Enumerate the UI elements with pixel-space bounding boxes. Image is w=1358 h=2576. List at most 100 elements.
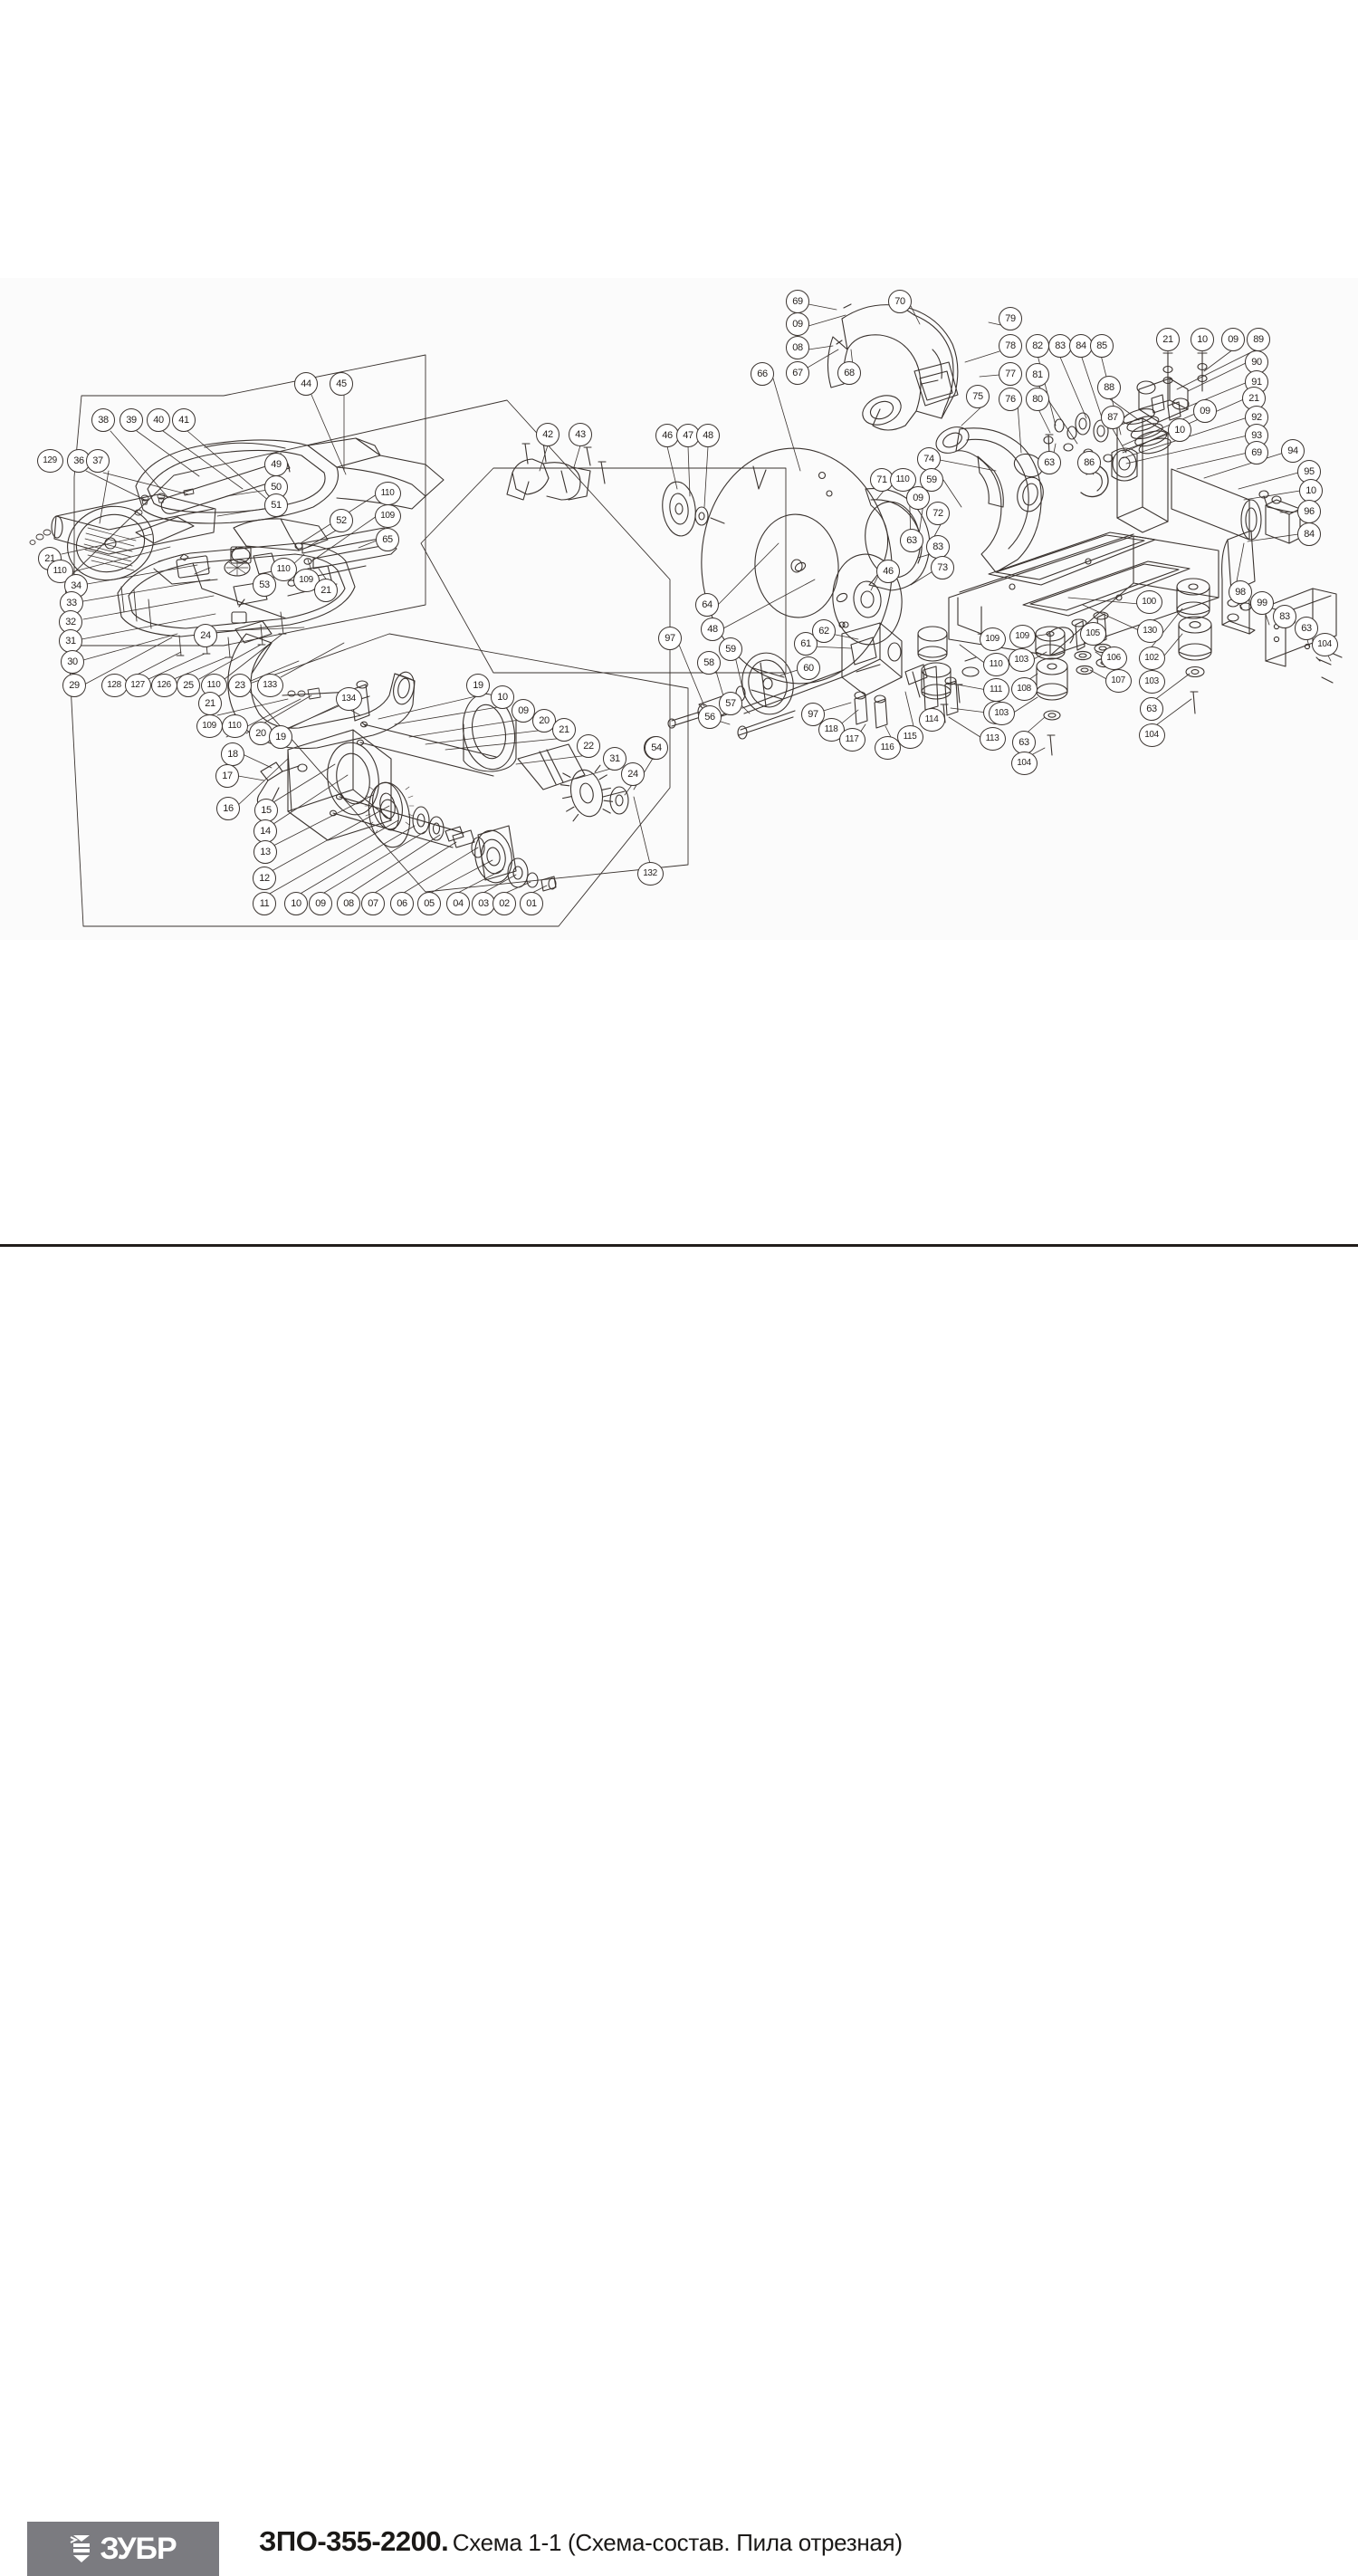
callout-53: 53 xyxy=(253,573,276,597)
callout-16: 16 xyxy=(216,797,240,820)
callout-81: 81 xyxy=(1026,363,1049,387)
callout-66: 66 xyxy=(751,362,774,386)
group-frame-motor xyxy=(244,633,689,893)
callout-36: 36 xyxy=(67,449,91,473)
callout-08: 08 xyxy=(786,336,809,359)
callout-64: 64 xyxy=(695,593,719,617)
callout-103: 103 xyxy=(1138,670,1165,694)
base-table xyxy=(948,531,1219,656)
group-frame-upper-left xyxy=(73,354,426,646)
callout-40: 40 xyxy=(147,408,170,432)
callout-49: 49 xyxy=(264,453,288,476)
callout-21: 21 xyxy=(198,692,222,715)
callout-48: 48 xyxy=(701,618,724,641)
callout-87: 87 xyxy=(1101,406,1124,429)
callout-106: 106 xyxy=(1100,646,1127,670)
callout-07: 07 xyxy=(361,892,385,915)
callout-110: 110 xyxy=(374,482,401,505)
callout-04: 04 xyxy=(446,892,470,915)
callout-103: 103 xyxy=(988,702,1015,725)
callout-10: 10 xyxy=(1168,418,1191,442)
callout-08: 08 xyxy=(337,892,360,915)
callout-17: 17 xyxy=(215,764,239,788)
callout-19: 19 xyxy=(466,674,490,697)
callout-19: 19 xyxy=(269,725,292,749)
callout-63: 63 xyxy=(1140,697,1163,721)
callout-37: 37 xyxy=(86,449,110,473)
callout-72: 72 xyxy=(926,502,950,525)
callout-104: 104 xyxy=(1311,633,1338,656)
callout-54: 54 xyxy=(645,736,668,760)
footer-divider xyxy=(0,1244,1358,1247)
leader-lines-motor xyxy=(216,694,655,895)
saw-blade xyxy=(701,447,893,685)
callout-22: 22 xyxy=(577,734,600,758)
brand-badge: ЗУБР xyxy=(27,2522,219,2576)
callout-74: 74 xyxy=(917,447,941,471)
footer-caption: ЗПО-355-2200. Схема 1-1 (Схема-состав. П… xyxy=(259,2525,1300,2558)
callout-45: 45 xyxy=(330,372,353,396)
callout-39: 39 xyxy=(120,408,143,432)
callout-25: 25 xyxy=(177,674,200,697)
callout-83: 83 xyxy=(1048,334,1072,358)
callout-100: 100 xyxy=(1135,590,1162,614)
callout-10: 10 xyxy=(491,685,514,709)
callout-127: 127 xyxy=(124,674,151,697)
callout-109: 109 xyxy=(196,714,223,738)
callout-128: 128 xyxy=(100,674,128,697)
callout-21: 21 xyxy=(552,718,576,742)
callout-115: 115 xyxy=(896,725,923,749)
callout-10: 10 xyxy=(1299,479,1323,503)
callout-133: 133 xyxy=(256,674,283,697)
callout-09: 09 xyxy=(512,699,535,723)
pivot-bracket xyxy=(841,622,928,696)
callout-84: 84 xyxy=(1297,522,1321,546)
callout-109: 109 xyxy=(1009,625,1036,648)
callout-03: 03 xyxy=(472,892,495,915)
callout-62: 62 xyxy=(812,619,836,643)
callout-68: 68 xyxy=(837,361,861,385)
callout-76: 76 xyxy=(999,388,1022,411)
callout-89: 89 xyxy=(1247,328,1270,351)
callout-78: 78 xyxy=(999,334,1022,358)
callout-130: 130 xyxy=(1136,619,1163,643)
callout-111: 111 xyxy=(982,678,1009,702)
callout-33: 33 xyxy=(60,591,83,615)
blade-flange-set xyxy=(662,481,725,537)
callout-69: 69 xyxy=(1245,441,1268,464)
group-frame-lower-left xyxy=(64,399,671,927)
feet-bushings xyxy=(917,578,1212,756)
callout-42: 42 xyxy=(536,423,559,446)
motor-mount-bracket xyxy=(224,518,329,577)
callout-57: 57 xyxy=(719,692,742,715)
callout-43: 43 xyxy=(569,423,592,446)
gear-cover-assembly xyxy=(51,493,216,581)
callout-41: 41 xyxy=(172,408,196,432)
callout-30: 30 xyxy=(61,650,84,674)
callout-98: 98 xyxy=(1229,580,1252,604)
callout-24: 24 xyxy=(621,762,645,786)
leader-lines-vise xyxy=(678,542,935,742)
callout-90: 90 xyxy=(1245,350,1268,374)
callout-65: 65 xyxy=(376,528,399,551)
callout-82: 82 xyxy=(1026,334,1049,358)
callout-63: 63 xyxy=(900,529,923,552)
fasteners-left xyxy=(29,488,287,658)
callout-114: 114 xyxy=(918,708,945,732)
callout-77: 77 xyxy=(999,362,1022,386)
callout-94: 94 xyxy=(1281,439,1305,463)
callout-73: 73 xyxy=(931,556,954,579)
callout-56: 56 xyxy=(698,705,722,729)
lower-guard-shield xyxy=(935,426,1044,573)
callout-46: 46 xyxy=(876,560,900,583)
callout-58: 58 xyxy=(697,651,721,675)
callout-84: 84 xyxy=(1069,334,1093,358)
callout-108: 108 xyxy=(1010,677,1038,701)
callout-104: 104 xyxy=(1010,752,1038,775)
callout-24: 24 xyxy=(194,624,217,647)
callout-105: 105 xyxy=(1079,622,1106,646)
callout-132: 132 xyxy=(636,862,664,886)
blade-guard xyxy=(827,303,959,431)
callout-129: 129 xyxy=(36,449,63,473)
group-frame-handle xyxy=(420,467,787,674)
